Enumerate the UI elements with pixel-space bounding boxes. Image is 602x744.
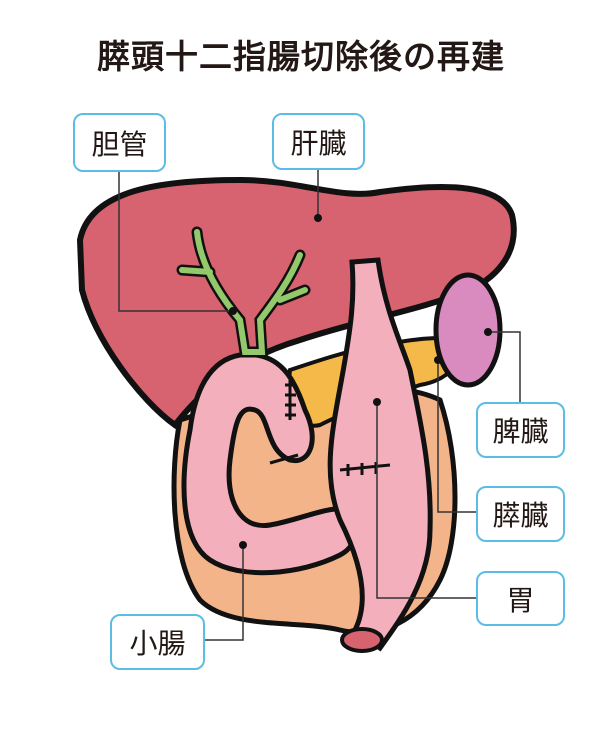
stomach-opening bbox=[340, 627, 384, 653]
label-pancreas: 膵臓 bbox=[476, 486, 565, 542]
bile-duct-fill bbox=[179, 229, 308, 355]
small-intestine-shape bbox=[181, 351, 359, 576]
label-spleen: 脾臓 bbox=[476, 402, 565, 458]
leader-lines bbox=[118, 170, 521, 641]
label-liver: 肝臓 bbox=[272, 113, 365, 170]
label-stomach: 胃 bbox=[476, 571, 565, 626]
label-small-intestine: 小腸 bbox=[110, 614, 205, 670]
stomach-shape bbox=[327, 257, 433, 652]
label-bile-duct: 胆管 bbox=[73, 113, 166, 172]
liver-shape bbox=[76, 176, 517, 430]
page-title: 膵頭十二指腸切除後の再建 bbox=[97, 37, 505, 76]
leader-dots bbox=[229, 214, 492, 549]
spleen-shape bbox=[433, 272, 503, 388]
suture-lines bbox=[269, 380, 391, 476]
